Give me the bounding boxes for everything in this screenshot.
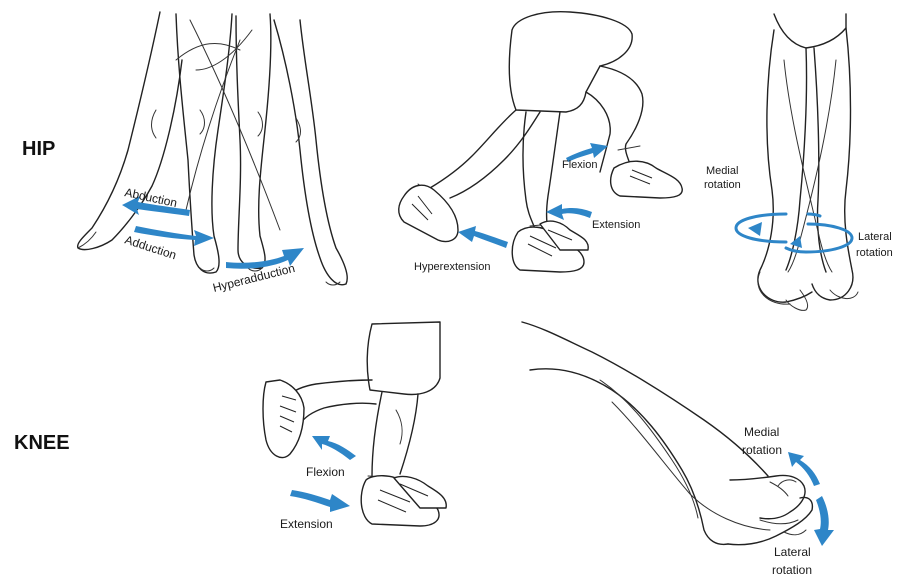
label-knee-lateral-rotation-1: Lateral [774, 545, 811, 559]
knee-rotation-panel: Medial rotation Lateral rotation [522, 322, 834, 577]
label-hip-medial-rotation-2: rotation [704, 179, 741, 191]
label-knee-medial-rotation-1: Medial [744, 425, 779, 439]
hip-abduction-legs [78, 12, 348, 285]
extension-arrow [546, 204, 592, 220]
shoe-forward [611, 161, 683, 198]
shoe-standing [512, 221, 588, 272]
knee-shoe-standing [361, 476, 446, 526]
label-hyperextension: Hyperextension [414, 261, 490, 273]
label-hip-extension: Extension [592, 219, 640, 231]
shoe-back [399, 185, 458, 241]
knee-shoe-flexed [263, 380, 304, 458]
label-knee-flexion: Flexion [306, 465, 345, 479]
medial-rotation-ring [736, 214, 820, 242]
label-hip-flexion: Flexion [562, 159, 597, 171]
label-knee-lateral-rotation-2: rotation [772, 563, 812, 577]
label-hip-lateral-rotation-2: rotation [856, 247, 893, 259]
hip-rotation-panel: Medial rotation Lateral rotation [704, 14, 893, 310]
hip-flexion-panel: Flexion Extension Hyperextension [399, 12, 683, 273]
knee-lateral-rotation-arrow [814, 496, 834, 546]
knee-flexion-figure [288, 322, 440, 478]
knee-flexion-panel: Flexion Extension [263, 322, 446, 531]
label-knee-medial-rotation-2: rotation [742, 443, 782, 457]
hyperextension-arrow [458, 226, 508, 248]
label-hip-lateral-rotation-1: Lateral [858, 231, 892, 243]
hip-abduction-panel: Abduction Adduction Hyperadduction [78, 12, 348, 295]
knee-extension-arrow [290, 490, 350, 512]
knee-flexion-arrow [312, 436, 356, 460]
label-knee-extension: Extension [280, 517, 333, 531]
hip-rotation-legs [758, 14, 858, 310]
label-hip-medial-rotation-1: Medial [706, 165, 738, 177]
hip-flexion-figure [418, 12, 643, 232]
